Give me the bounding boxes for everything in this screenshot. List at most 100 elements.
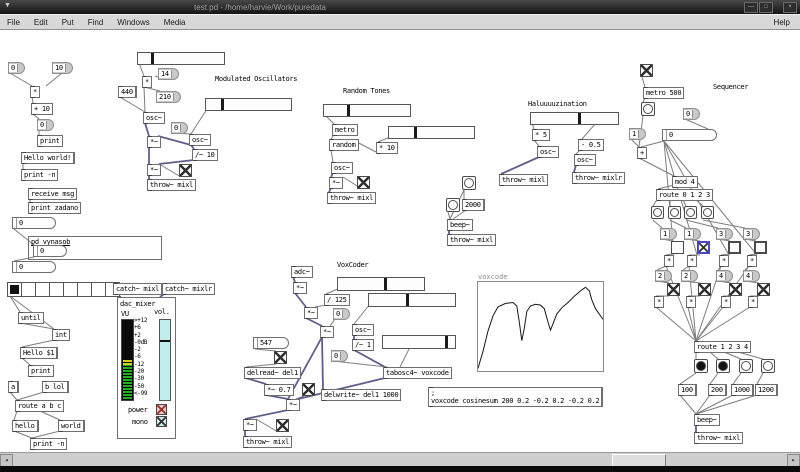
- number-atom-5[interactable]: 0: [12, 261, 56, 273]
- object-10[interactable]: + 10: [31, 103, 53, 115]
- number-atom-15[interactable]: 3: [743, 228, 760, 240]
- bang-1[interactable]: [446, 198, 460, 212]
- hslider-6[interactable]: [368, 293, 456, 307]
- object-throw-mixl-3[interactable]: throw~ mixl: [499, 174, 549, 186]
- object--17[interactable]: *~: [286, 399, 300, 411]
- object-[interactable]: *: [30, 86, 40, 98]
- number-atom-4[interactable]: 0: [33, 245, 67, 257]
- subpatch-pd-vynasob[interactable]: pd vynasob: [28, 236, 162, 260]
- message-1000[interactable]: 1000: [731, 384, 754, 396]
- bang-2[interactable]: [641, 102, 655, 116]
- horizontal-scrollbar[interactable]: ◂ ▸: [0, 452, 800, 467]
- mono-toggle[interactable]: [156, 416, 167, 427]
- hradio-cell-1[interactable]: [21, 282, 36, 297]
- volume-slider-knob[interactable]: [160, 340, 170, 342]
- number-atom[interactable]: 0: [8, 62, 25, 74]
- number-atom-13[interactable]: 1: [684, 228, 701, 240]
- object-throw-mixlr[interactable]: throw~ mixlr: [572, 172, 625, 184]
- number-atom-10[interactable]: 1: [629, 128, 646, 140]
- object-1[interactable]: /~ 1: [352, 339, 374, 351]
- bang[interactable]: [462, 176, 476, 190]
- message-hello[interactable]: hello: [12, 420, 39, 432]
- toggle-8[interactable]: [698, 283, 711, 296]
- toggle-6[interactable]: [754, 241, 767, 254]
- hslider-knob[interactable]: [445, 336, 448, 348]
- bang-6[interactable]: [701, 206, 714, 219]
- number-atom-17[interactable]: 2: [681, 270, 698, 282]
- object-int[interactable]: int: [52, 329, 70, 341]
- toggle[interactable]: [179, 164, 192, 177]
- object-route-0-1-2-3[interactable]: route 0 1 2 3: [656, 189, 713, 201]
- toggle-1[interactable]: [357, 176, 370, 189]
- hslider-1[interactable]: [205, 98, 292, 111]
- menu-item-help[interactable]: Help: [773, 17, 790, 27]
- hradio-cell-3[interactable]: [49, 282, 64, 297]
- object-10-1[interactable]: /~ 10: [192, 149, 218, 161]
- object-5[interactable]: * 5: [532, 129, 550, 141]
- number-atom-18[interactable]: 4: [716, 270, 733, 282]
- object-0-5[interactable]: - 0.5: [578, 139, 604, 151]
- object-throw-mixl-5[interactable]: throw~ mixl: [243, 436, 293, 448]
- message-[interactable]: ; voxcode cosinesum 200 0.2 -0.2 0.2 -0.…: [428, 387, 604, 407]
- hradio-cell-4[interactable]: [63, 282, 78, 297]
- toggle-2[interactable]: [640, 64, 653, 77]
- object-10-2[interactable]: * 10: [376, 142, 398, 154]
- message-hello-world[interactable]: Hello world!: [21, 152, 75, 164]
- toggle-11[interactable]: [274, 351, 287, 364]
- number-atom-12[interactable]: 1: [660, 228, 677, 240]
- object-delwrite-del1-1000[interactable]: delwrite~ del1 1000: [321, 389, 402, 401]
- object--8[interactable]: *: [719, 255, 729, 267]
- number-atom-21[interactable]: 547: [253, 337, 289, 349]
- toggle-3[interactable]: [671, 241, 684, 254]
- object-print-zadano[interactable]: print zadano: [28, 202, 81, 214]
- number-atom-22[interactable]: 0: [331, 350, 348, 362]
- object-osc-1[interactable]: osc~: [189, 134, 211, 146]
- hradio-cell-0[interactable]: [7, 282, 22, 297]
- hslider-7[interactable]: [382, 335, 456, 349]
- object--15[interactable]: *~: [304, 307, 318, 319]
- menu-item-find[interactable]: Find: [87, 17, 104, 27]
- hslider-knob[interactable]: [384, 278, 387, 290]
- number-atom-11[interactable]: 0: [662, 129, 717, 141]
- object-print-n[interactable]: print -n: [21, 169, 59, 181]
- object-catch-mixlr[interactable]: catch~ mixlr: [162, 283, 215, 295]
- number-atom-20[interactable]: 0: [333, 308, 350, 320]
- volume-slider[interactable]: [159, 319, 171, 401]
- scroll-left-icon[interactable]: ◂: [0, 454, 13, 467]
- message-2000[interactable]: 2000: [462, 199, 485, 211]
- hslider-4[interactable]: [530, 112, 619, 125]
- bang-7[interactable]: [694, 359, 708, 373]
- bang-9[interactable]: [739, 359, 753, 373]
- object-0-7[interactable]: *~ 0.7: [264, 384, 294, 396]
- close-icon[interactable]: ×: [783, 2, 797, 13]
- minimize-icon[interactable]: —: [744, 2, 758, 13]
- object-route-a-b-c[interactable]: route a b c: [15, 400, 65, 412]
- message-a[interactable]: a: [8, 381, 19, 393]
- object-osc[interactable]: osc~: [143, 112, 165, 124]
- object-delread-del1[interactable]: delread~ del1: [244, 367, 301, 379]
- object--3[interactable]: *~: [147, 164, 161, 176]
- window-menu-icon[interactable]: ▼: [4, 2, 11, 9]
- object--12[interactable]: *: [721, 296, 731, 308]
- object--14[interactable]: *~: [293, 282, 307, 294]
- hradio-cell-5[interactable]: [77, 282, 92, 297]
- bang-8[interactable]: [716, 359, 730, 373]
- number-atom-14[interactable]: 3: [716, 228, 733, 240]
- number-atom-6[interactable]: 14: [158, 68, 179, 80]
- toggle-5[interactable]: [728, 241, 741, 254]
- menu-item-windows[interactable]: Windows: [117, 17, 150, 27]
- number-atom-3[interactable]: 0: [12, 217, 56, 229]
- object--1[interactable]: *: [142, 76, 152, 88]
- object-metro-500[interactable]: metro 500: [643, 87, 685, 99]
- number-atom-7[interactable]: 210: [156, 91, 181, 103]
- toggle-4[interactable]: [697, 241, 710, 254]
- toggle-9[interactable]: [729, 283, 742, 296]
- bang-5[interactable]: [684, 206, 697, 219]
- number-atom-9[interactable]: 0: [683, 108, 700, 120]
- object--11[interactable]: *: [686, 296, 696, 308]
- menu-item-file[interactable]: File: [7, 17, 20, 27]
- object-osc-5[interactable]: osc~: [352, 324, 374, 336]
- number-atom-1[interactable]: 10: [52, 62, 73, 74]
- menu-item-edit[interactable]: Edit: [33, 17, 48, 27]
